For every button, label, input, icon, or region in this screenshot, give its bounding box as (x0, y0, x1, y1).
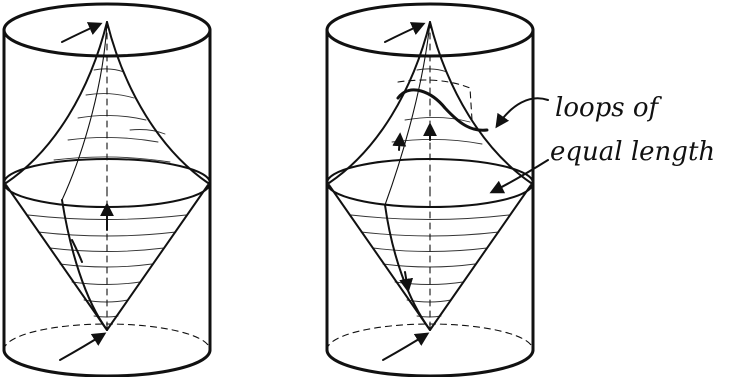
left-cylinder (4, 4, 210, 376)
left-world-lines (60, 24, 107, 360)
annotation-line-1: loops of (555, 93, 663, 123)
annotation-line-2: equal length (550, 137, 715, 167)
right-cylinder (327, 4, 548, 376)
right-lower-cone (329, 185, 531, 330)
annotation-arrows (492, 98, 548, 192)
